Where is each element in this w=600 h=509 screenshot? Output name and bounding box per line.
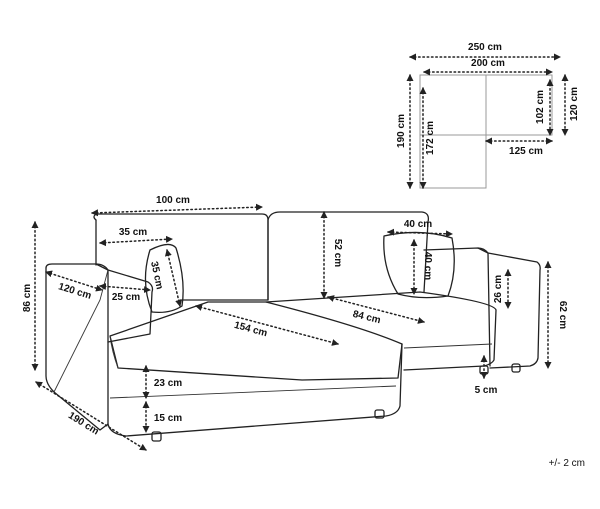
- dim-arm-thickness-label: 25 cm: [112, 292, 140, 303]
- plan-dim-200-label: 200 cm: [471, 58, 505, 69]
- chaise-seat-cushion: [109, 301, 403, 381]
- dim-total-height-label: 86 cm: [22, 284, 33, 312]
- dim-chaise-depth-line: [195, 304, 339, 346]
- dim-side-height-label: 62 cm: [557, 301, 568, 329]
- tolerance-note: +/- 2 cm: [549, 458, 585, 469]
- dim-cushion-height-line: [164, 249, 183, 307]
- right-back-panel: [267, 211, 430, 301]
- dim-arm-thickness-line: [99, 282, 151, 294]
- dim-chaise-depth-label: 154 cm: [233, 320, 269, 339]
- dim-base-height-label: 15 cm: [154, 413, 182, 424]
- right-armrest: [423, 247, 541, 369]
- dim-cushion-width-line: [99, 235, 173, 247]
- dim-back-width-label: 100 cm: [156, 195, 190, 206]
- right-seat-cushion: [265, 291, 497, 371]
- dim-arm-height-label: 26 cm: [493, 275, 504, 303]
- sofa-drawing: [45, 211, 541, 442]
- dim-seat-thickness-label: 23 cm: [154, 378, 182, 389]
- leg-side-right: [511, 363, 521, 373]
- plan-dim-250-label: 250 cm: [468, 42, 502, 53]
- chaise-base: [107, 341, 403, 437]
- plan-dim-172-label: 172 cm: [425, 121, 436, 155]
- dim-cushion-height-label: 35 cm: [148, 260, 165, 290]
- dim-arm-width-line: [45, 270, 103, 292]
- dim-arm-width-label: 120 cm: [57, 281, 93, 301]
- sofa-dimensions: 100 cm 35 cm 35 cm 40 cm 40 cm 52 cm 86 …: [22, 195, 585, 469]
- dim-leg-height-label: 5 cm: [475, 385, 498, 396]
- dim-total-depth-label: 190 cm: [66, 410, 101, 437]
- dim-cushion-width-label: 35 cm: [119, 227, 147, 238]
- leg-front-left: [151, 431, 162, 442]
- plan-dim-102-label: 102 cm: [535, 90, 546, 124]
- plan-dim-120-label: 120 cm: [569, 87, 580, 121]
- dim-right-cushion-width-label: 40 cm: [404, 219, 432, 230]
- top-view-plan: 250 cm 200 cm 190 cm 172 cm 102 cm 120 c…: [396, 42, 580, 189]
- plan-dim-125-label: 125 cm: [509, 146, 543, 157]
- leg-front-right: [374, 409, 385, 419]
- dim-back-height-label: 52 cm: [332, 239, 343, 267]
- right-throw-pillow: [383, 231, 455, 299]
- left-armrest: [45, 263, 154, 343]
- dim-total-depth-line: [35, 381, 147, 451]
- dim-right-cushion-width-line: [387, 228, 453, 238]
- dim-seat-depth-line: [327, 295, 425, 324]
- dim-seat-depth-label: 84 cm: [352, 309, 382, 327]
- dim-back-width-line: [91, 203, 263, 217]
- plan-dim-190-label: 190 cm: [396, 114, 407, 148]
- dim-right-cushion-height-label: 40 cm: [422, 252, 433, 280]
